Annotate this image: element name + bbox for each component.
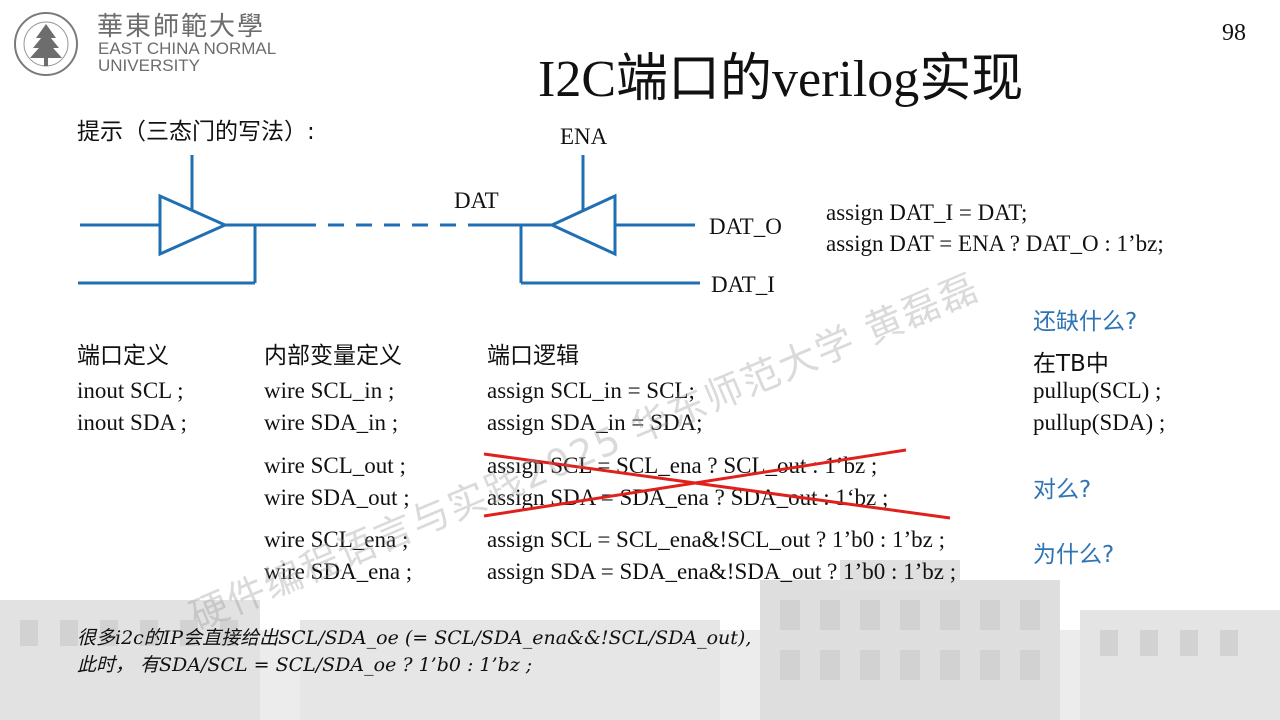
tri-state-diagram: [78, 155, 700, 285]
left-buffer-triangle: [158, 193, 229, 257]
port-logic-line: assign SDA_in = SDA;: [487, 410, 703, 435]
port-logic-line: assign SDA = SDA_ena&!SDA_out ? 1’b0 : 1…: [487, 559, 957, 584]
internal-def-line: wire SCL_out ;: [264, 453, 406, 478]
dat-label: DAT: [454, 188, 499, 213]
logo-english-line1: EAST CHINA NORMAL: [98, 39, 277, 58]
pullup-sda-code: pullup(SDA) ;: [1033, 410, 1166, 435]
port-def-header: 端口定义: [77, 343, 169, 369]
internal-def-line: wire SDA_out ;: [264, 485, 410, 510]
page-number: 98: [1222, 20, 1246, 46]
logo-english-line2: UNIVERSITY: [98, 56, 201, 75]
internal-def-line: wire SCL_ena ;: [264, 527, 409, 552]
logo-english-name: EAST CHINA NORMAL UNIVERSITY: [98, 40, 276, 74]
red-cross-strike: [483, 448, 951, 520]
in-tb-text: 在TB中: [1033, 351, 1109, 377]
pullup-scl-code: pullup(SCL) ;: [1033, 378, 1162, 403]
dat-i-label: DAT_I: [711, 272, 775, 297]
logo-chinese-name: 華東師範大學: [97, 12, 266, 42]
university-seal-logo: [14, 12, 78, 76]
port-logic-line: assign SCL_in = SCL;: [487, 378, 695, 403]
why-question: 为什么?: [1033, 542, 1115, 568]
tri-state-code-line2: assign DAT = ENA ? DAT_O : 1’bz;: [826, 231, 1164, 256]
campus-building-background: [0, 560, 1280, 720]
note-line1: 很多i2c的IP会直接给出SCL/SDA_oe (= SCL/SDA_ena&&…: [77, 627, 752, 649]
internal-def-line: wire SDA_ena ;: [264, 559, 413, 584]
tri-state-code-line1: assign DAT_I = DAT;: [826, 200, 1028, 225]
port-logic-line: assign SCL = SCL_ena&!SCL_out ? 1’b0 : 1…: [487, 527, 946, 552]
slide-title: I2C端口的verilog实现: [538, 51, 1024, 108]
port-def-line: inout SDA ;: [77, 410, 187, 435]
is-right-question: 对么?: [1033, 477, 1092, 503]
ena-label: ENA: [560, 124, 608, 149]
dat-o-label: DAT_O: [709, 214, 782, 239]
note-line2: 此时， 有SDA/SCL = SCL/SDA_oe ? 1’b0 : 1’bz …: [77, 654, 533, 676]
port-def-line: inout SCL ;: [77, 378, 184, 403]
internal-def-header: 内部变量定义: [264, 343, 402, 369]
hint-text: 提示（三态门的写法）:: [77, 119, 315, 145]
internal-def-line: wire SCL_in ;: [264, 378, 395, 403]
internal-def-line: wire SDA_in ;: [264, 410, 399, 435]
missing-question: 还缺什么?: [1033, 309, 1138, 335]
port-logic-header: 端口逻辑: [487, 343, 579, 369]
